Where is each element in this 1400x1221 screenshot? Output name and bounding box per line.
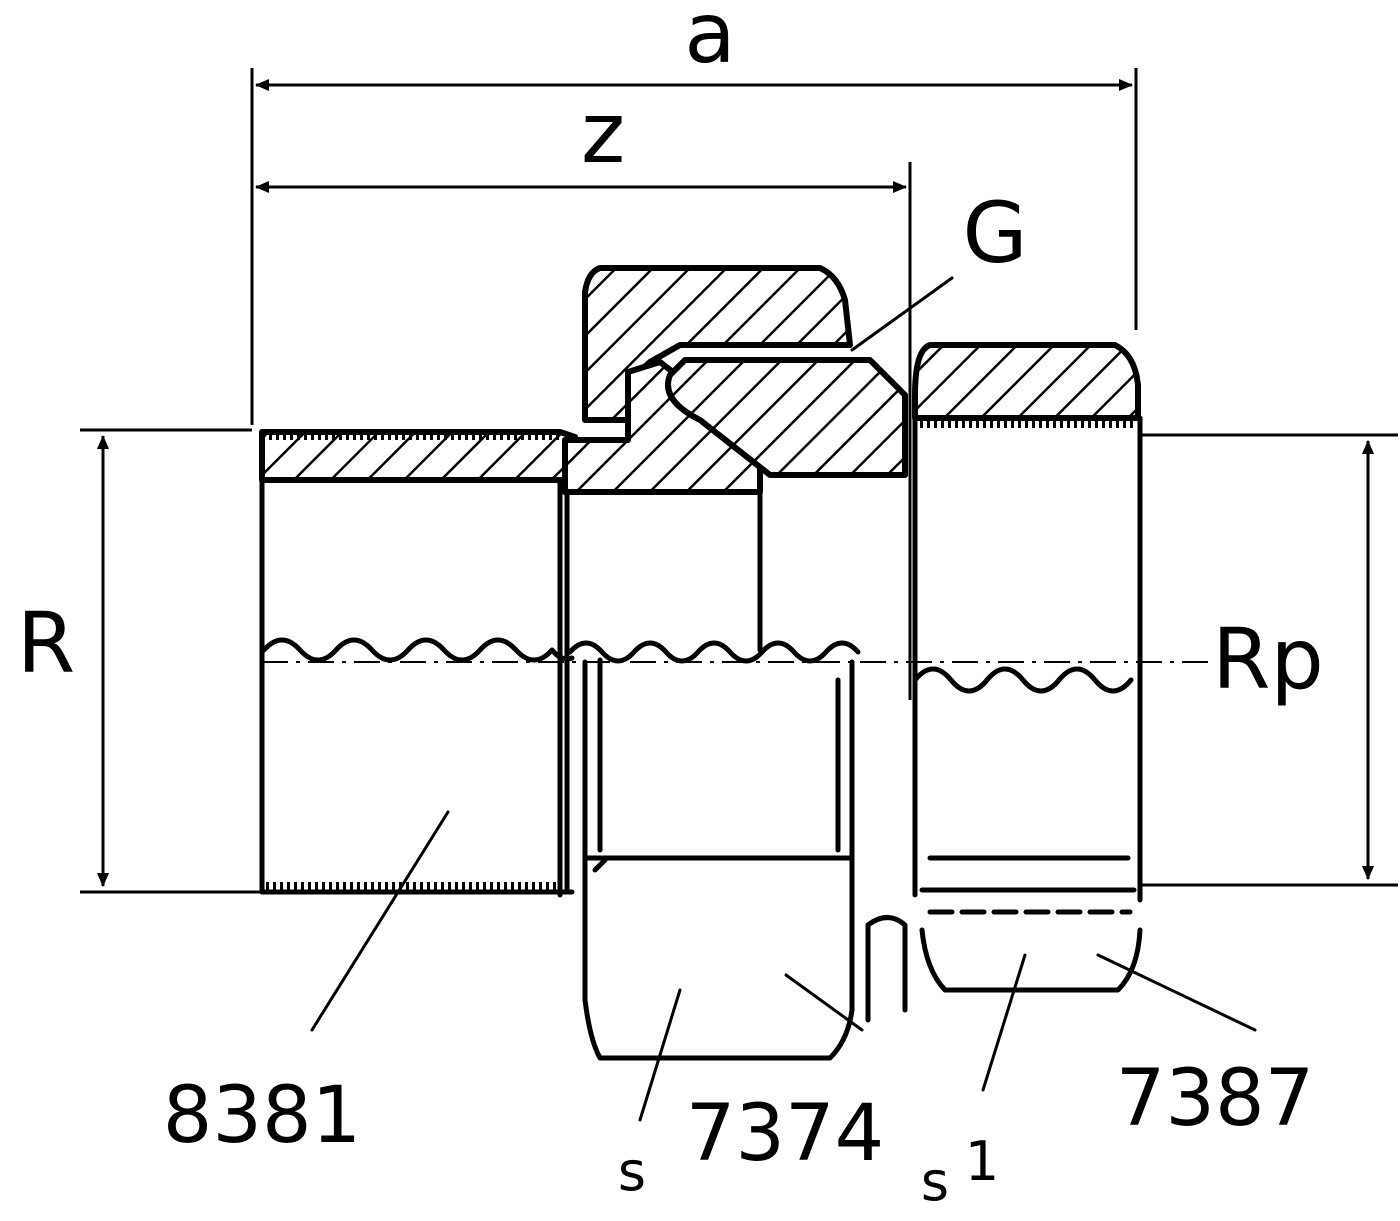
dimension-a (250, 68, 1138, 425)
dimension-rp (1140, 433, 1398, 887)
female-tail-part (912, 342, 1143, 993)
nut-part (562, 265, 908, 1061)
part-label-7374: 7374 (686, 1089, 885, 1179)
dimension-z-label: z (581, 84, 625, 182)
male-tail-part (259, 429, 643, 898)
dimension-a-label: a (684, 0, 735, 82)
wrench-size-s1-label: s (921, 1150, 949, 1213)
dimension-z (255, 162, 912, 700)
leader-lines (310, 810, 1257, 1122)
rp-label: Rp (1212, 610, 1324, 708)
wrench-size-s1-index: 1 (965, 1130, 999, 1193)
part-label-7387: 7387 (1116, 1054, 1315, 1144)
wrench-size-s-label: s (618, 1140, 646, 1203)
thread-g-label: G (962, 184, 1027, 282)
dimension-r (80, 428, 268, 894)
part-label-8381: 8381 (163, 1071, 362, 1161)
r-label: R (17, 594, 75, 692)
thread-g-leader (850, 276, 954, 352)
